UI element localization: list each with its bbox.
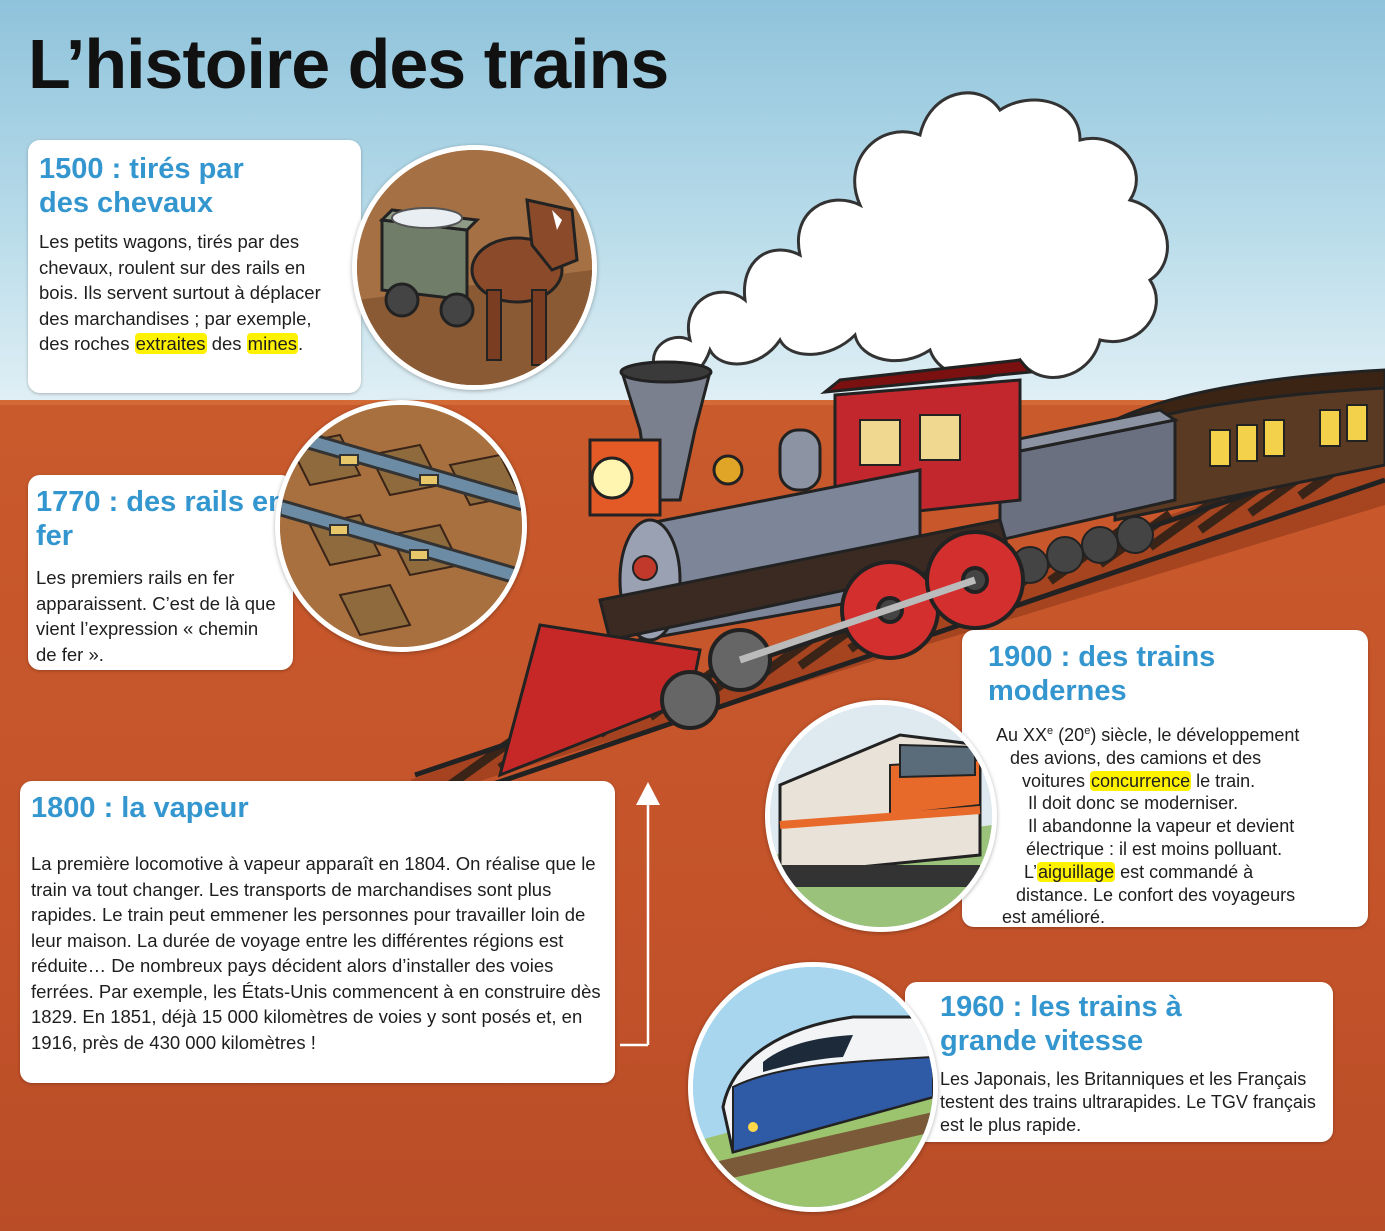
- card-1800: 1800 : la vapeur La première locomotive …: [20, 781, 615, 1083]
- text-1900-line8: distance. Le confort des voyageurs: [1016, 884, 1296, 905]
- text-1900: Au XXe (20e) siècle, le développement de…: [988, 720, 1360, 929]
- horse-wagon-illustration: [352, 145, 597, 390]
- heading-1770: 1770 : des rails en fer: [36, 486, 286, 552]
- text-1800: La première locomotive à vapeur apparaît…: [31, 853, 601, 1053]
- text-1900-l: L’: [1024, 861, 1038, 882]
- text-1900-20: (20: [1053, 725, 1085, 745]
- heading-1500: 1500 : tirés par des chevaux: [39, 153, 244, 219]
- heading-1900: 1900 : des trains modernes: [988, 641, 1216, 707]
- text-1900-line1: Au XXe (20e) siècle, le développement: [996, 720, 1299, 747]
- tgv-illustration: [688, 962, 938, 1212]
- text-1900-le-train: le train.: [1191, 770, 1256, 791]
- card-1900: 1900 : des trains modernes Au XXe (20e) …: [962, 630, 1368, 927]
- text-1900-line9: est amélioré.: [1002, 907, 1106, 928]
- card-1500: 1500 : tirés par des chevaux Les petits …: [28, 140, 361, 393]
- text-1900-line6: électrique : il est moins polluant.: [1026, 838, 1283, 859]
- text-1900-siecle: ) siècle, le développement: [1090, 725, 1300, 745]
- highlight-extraites: extraites: [134, 333, 207, 354]
- text-1770: Les premiers rails en fer apparaissent. …: [36, 567, 276, 665]
- horse-icon: [470, 198, 579, 366]
- electric-locomotive-illustration: [765, 700, 997, 932]
- highlight-concurrence: concurrence: [1090, 770, 1192, 791]
- card-1960: 1960 : les trains à grande vitesse Les J…: [905, 982, 1333, 1142]
- sup-e-1: e: [1047, 725, 1054, 737]
- page-title: L’histoire des trains: [28, 25, 669, 103]
- text-1900-line4: Il doit donc se moderniser.: [1028, 793, 1239, 814]
- card-1770: 1770 : des rails en fer Les premiers rai…: [28, 475, 293, 670]
- rail-icon: [280, 423, 522, 587]
- sup-e-2: e: [1084, 725, 1091, 737]
- text-1500-end: .: [298, 333, 304, 354]
- heading-1800: 1800 : la vapeur: [31, 792, 249, 824]
- text-1900-line5: Il abandonne la vapeur et devient: [1028, 816, 1295, 837]
- text-1900-line7: L’aiguillage est commandé à: [1024, 861, 1253, 884]
- tgv-icon: [721, 1015, 933, 1154]
- highlight-aiguillage: aiguillage: [1037, 861, 1116, 882]
- text-1500-mid: des: [206, 333, 247, 354]
- text-1900-line3: voitures concurrence le train.: [1022, 770, 1255, 793]
- text-1500-start: Les petits wagons, tirés par des chevaux…: [39, 231, 321, 354]
- text-1900-voitures: voitures: [1022, 770, 1091, 791]
- text-1900-commande: est commandé à: [1115, 861, 1254, 882]
- electric-locomotive-icon: [778, 733, 982, 887]
- iron-rails-illustration: [275, 400, 527, 652]
- text-1500: Les petits wagons, tirés par des chevaux…: [39, 229, 344, 357]
- text-1900-xx: Au XX: [996, 725, 1048, 745]
- heading-1960: 1960 : les trains à grande vitesse: [940, 991, 1182, 1057]
- text-1960: Les Japonais, les Britanniques et les Fr…: [940, 1069, 1316, 1135]
- text-1900-line2: des avions, des camions et des: [1010, 747, 1262, 768]
- highlight-mines: mines: [246, 333, 299, 354]
- wagon-icon: [378, 207, 481, 328]
